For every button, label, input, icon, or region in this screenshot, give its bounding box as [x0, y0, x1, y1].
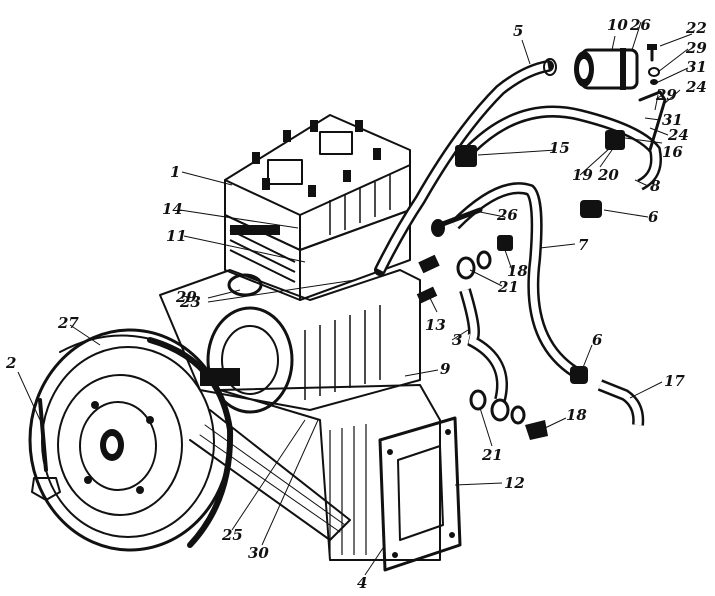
pipe-3-drawing — [459, 288, 508, 402]
callout-1: 1 — [170, 163, 180, 181]
pipe-5-drawing — [374, 58, 557, 276]
callout-23: 23 — [179, 293, 201, 311]
callout-18-lower: 18 — [566, 406, 587, 424]
callout-18-upper: 18 — [507, 262, 528, 280]
fittings-drawing — [416, 44, 667, 440]
belt-drawing — [189, 409, 351, 541]
callout-17: 17 — [664, 372, 685, 390]
callout-21-lower: 21 — [481, 446, 503, 464]
callout-7: 7 — [578, 236, 589, 254]
callout-5: 5 — [513, 22, 523, 40]
callout-22: 22 — [685, 19, 707, 37]
callout-24-lower: 24 — [667, 126, 689, 144]
callout-19: 19 — [572, 166, 593, 184]
callout-14: 14 — [162, 200, 183, 218]
cylinder-block-drawing — [224, 209, 411, 301]
callout-29-right: 29 — [655, 86, 677, 104]
callout-31-lower: 31 — [662, 111, 683, 129]
callout-15: 15 — [549, 139, 570, 157]
leader-lines — [17, 21, 693, 576]
callout-20: 20 — [597, 166, 619, 184]
callout-6-lower: 6 — [592, 331, 603, 349]
callout-26-middle: 26 — [496, 206, 518, 224]
callout-12: 12 — [504, 474, 525, 492]
callout-6-upper: 6 — [648, 208, 659, 226]
callout-25: 25 — [221, 526, 243, 544]
callout-29-upper: 29 — [685, 39, 707, 57]
callout-29-left: 29 — [175, 288, 197, 306]
pipe-15-drawing — [465, 105, 662, 191]
callout-16: 16 — [662, 143, 683, 161]
callout-2: 2 — [5, 354, 16, 372]
pulley-drawing — [28, 328, 234, 552]
callout-13: 13 — [425, 316, 446, 334]
filter-10-drawing — [574, 48, 639, 90]
callout-3: 3 — [452, 331, 462, 349]
crankcase-drawing — [159, 269, 421, 414]
callout-30: 30 — [248, 544, 269, 562]
callout-21-upper: 21 — [497, 278, 519, 296]
callout-8: 8 — [650, 177, 661, 195]
callout-9: 9 — [440, 360, 451, 378]
callout-10: 10 — [607, 16, 628, 34]
callout-27: 27 — [57, 314, 79, 332]
mounting-bracket-drawing — [219, 384, 462, 572]
bolt-2-drawing — [31, 398, 61, 501]
callout-26-upper: 26 — [629, 16, 651, 34]
callout-11: 11 — [166, 227, 187, 245]
callout-24-upper: 24 — [685, 78, 707, 96]
callout-labels: 1 2 3 4 5 6 6 7 8 9 10 11 12 13 14 15 16… — [5, 16, 707, 592]
pipe-7-drawing — [450, 182, 579, 378]
callout-4: 4 — [357, 574, 367, 592]
callout-31-upper: 31 — [686, 58, 707, 76]
